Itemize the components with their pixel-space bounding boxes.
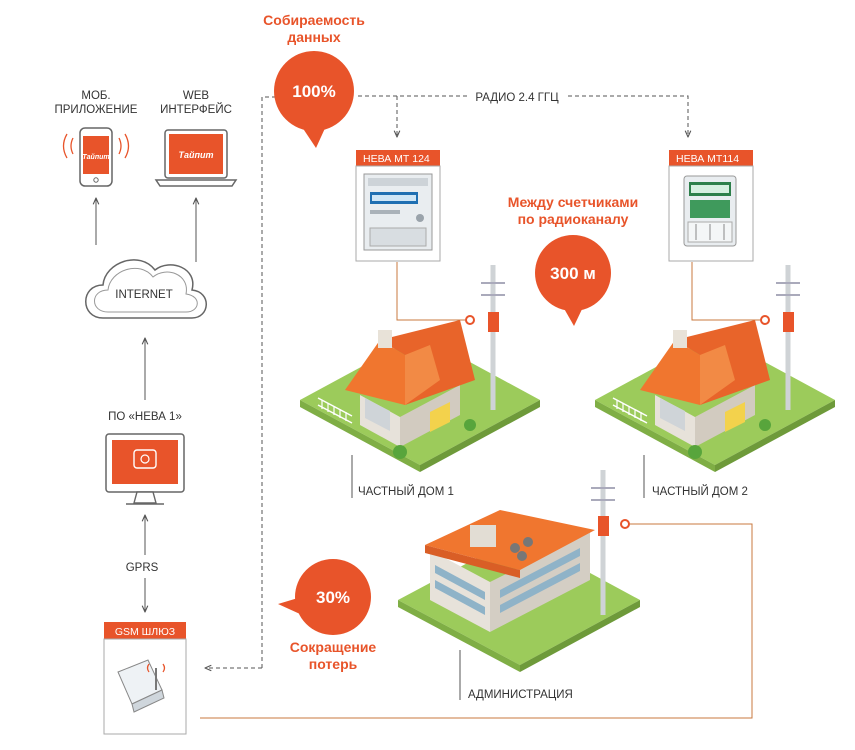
meter-2-card: НЕВА МТ114 — [668, 150, 754, 262]
meter1-to-pole-line — [396, 262, 470, 321]
laptop-icon: Тайпит — [154, 129, 238, 187]
software-label: ПО «НЕВА 1» — [108, 411, 182, 423]
laptop-logo: Тайпит — [179, 150, 214, 160]
utility-pole-2 — [776, 265, 800, 410]
administration-label: АДМИНИСТРАЦИЯ — [468, 689, 573, 701]
collection-bubble: 100% — [274, 51, 354, 148]
gprs-label: GPRS — [126, 562, 159, 574]
house-1-illustration — [300, 320, 540, 472]
administration-building-illustration — [398, 510, 640, 672]
utility-pole-3 — [591, 470, 615, 615]
collection-caption-2: данных — [287, 29, 341, 45]
admin-to-gateway-line — [200, 523, 753, 719]
loss-bubble: 30% — [278, 559, 371, 635]
connector-dot-3 — [620, 519, 630, 529]
house-1-label: ЧАСТНЫЙ ДОМ 1 — [358, 485, 454, 498]
mobile-app-label-2: ПРИЛОЖЕНИЕ — [55, 104, 138, 116]
distance-caption-1: Между счетчиками — [508, 194, 638, 210]
phone-logo: Тайпит — [82, 153, 109, 161]
gsm-modem-icon — [117, 659, 166, 713]
distance-bubble: 300 м — [535, 235, 611, 326]
house-2-label: ЧАСТНЫЙ ДОМ 2 — [652, 485, 748, 498]
internet-cloud-icon — [85, 259, 207, 319]
electric-meter-1-icon — [363, 173, 433, 251]
loss-caption-1: Сокращение — [290, 639, 377, 655]
distance-value: 300 м — [550, 264, 596, 283]
radio-label: РАДИО 2.4 ГГЦ — [475, 92, 559, 104]
internet-label: INTERNET — [115, 289, 173, 301]
connection-lines — [96, 95, 765, 719]
collection-value: 100% — [292, 82, 335, 101]
radio-dashed-top — [358, 95, 688, 137]
meter-2-label: НЕВА МТ114 — [676, 153, 739, 165]
meter-1-label: НЕВА МТ 124 — [363, 153, 430, 165]
loss-value: 30% — [316, 588, 350, 607]
radio-dashed-link — [261, 96, 275, 668]
connector-dot-1 — [465, 315, 475, 325]
meter2-to-pole-line — [691, 262, 765, 321]
meter-1-card: НЕВА МТ 124 — [355, 150, 441, 262]
distance-caption-2: по радиоканалу — [518, 211, 629, 227]
mobile-app-label-1: МОБ. — [81, 90, 110, 102]
loss-caption-2: потерь — [309, 656, 358, 672]
connector-dot-2 — [760, 315, 770, 325]
utility-pole-1 — [481, 265, 505, 410]
web-interface-label-1: WEB — [183, 90, 210, 102]
electric-meter-2-icon — [683, 175, 737, 247]
desktop-monitor-icon — [105, 433, 185, 505]
collection-caption-1: Собираемость — [263, 12, 365, 28]
house-2-illustration — [595, 320, 835, 472]
smartphone-icon: Тайпит — [62, 127, 130, 187]
gsm-gateway-label: GSM ШЛЮЗ — [115, 626, 175, 638]
web-interface-label-2: ИНТЕРФЕЙС — [160, 103, 232, 116]
